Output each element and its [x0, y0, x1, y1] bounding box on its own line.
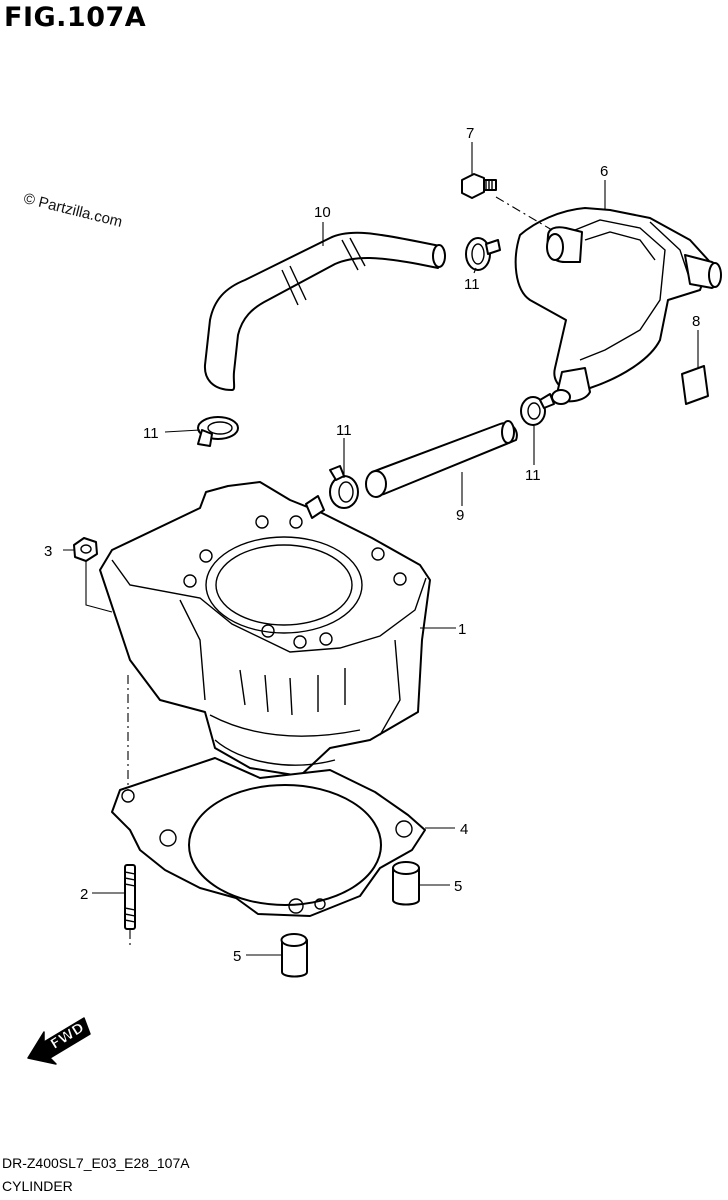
callout-9: 9 [456, 507, 464, 524]
fwd-arrow-icon: FWD [27, 1017, 91, 1065]
part-3-nut[interactable] [73, 537, 98, 562]
callout-11b: 11 [143, 425, 159, 442]
callout-2: 2 [80, 886, 88, 903]
part-1-cylinder[interactable] [99, 481, 431, 777]
callout-5b: 5 [233, 948, 241, 965]
part-4-gasket[interactable] [111, 757, 426, 917]
callout-1: 1 [458, 621, 466, 638]
leader-lines [63, 142, 699, 956]
part-10-hose[interactable] [203, 231, 446, 391]
callout-11c: 11 [336, 422, 352, 439]
callout-6: 6 [600, 163, 608, 180]
callout-11d: 11 [525, 467, 541, 484]
callout-7: 7 [466, 125, 474, 142]
part-11-clamp-c[interactable] [329, 465, 359, 509]
figure-name: CYLINDER [2, 1178, 73, 1194]
figure-title: FIG.107A [4, 2, 147, 33]
callouts: 1 2 3 4 5 5 6 7 8 9 10 11 11 11 11 [44, 125, 700, 965]
callout-10: 10 [314, 204, 331, 221]
part-11-clamp-d[interactable] [520, 393, 555, 426]
part-5-dowel-b[interactable] [280, 933, 308, 978]
part-11-clamp-b[interactable] [197, 416, 239, 447]
part-8-label[interactable] [681, 365, 709, 405]
part-7-bolt[interactable] [461, 173, 497, 199]
callout-5a: 5 [454, 878, 462, 895]
part-11-clamp-a[interactable] [465, 237, 501, 271]
part-9-hose[interactable] [365, 420, 518, 498]
assembly-lines [127, 196, 553, 945]
part-6-pump-cover[interactable] [514, 207, 722, 405]
callout-8: 8 [692, 313, 700, 330]
part-2-stud[interactable] [124, 864, 136, 930]
part-5-dowel-a[interactable] [392, 861, 420, 906]
callout-4: 4 [460, 821, 468, 838]
callout-11a: 11 [464, 276, 480, 293]
callout-3: 3 [44, 543, 52, 560]
figure-code: DR-Z400SL7_E03_E28_107A [2, 1155, 190, 1171]
